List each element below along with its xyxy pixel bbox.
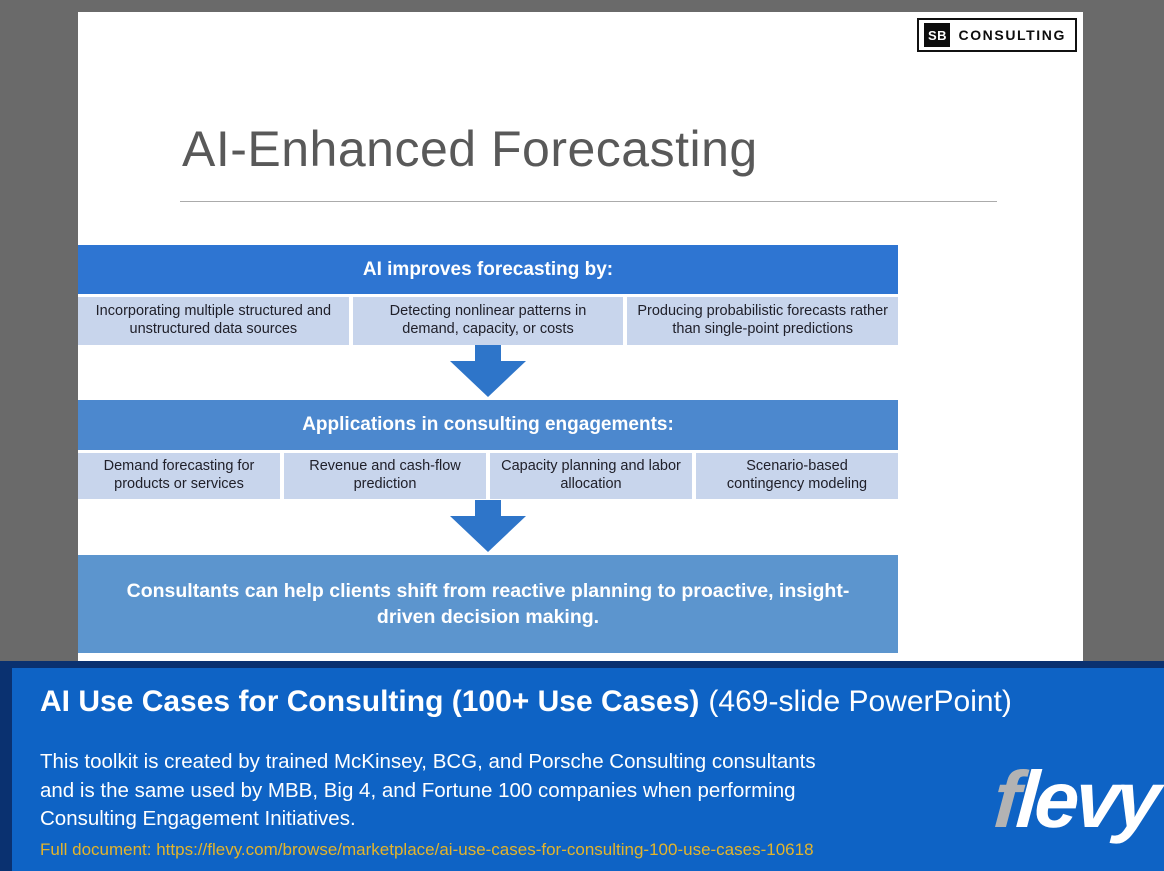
banner-title-subtitle: (469-slide PowerPoint)	[708, 685, 1012, 718]
application-cell: Capacity planning and labor allocation	[490, 453, 692, 499]
down-arrow-icon	[78, 500, 898, 552]
slide-title: AI-Enhanced Forecasting	[182, 121, 758, 177]
section2-cells: Demand forecasting for products or servi…	[78, 453, 898, 499]
sb-logo-text: CONSULTING	[958, 27, 1066, 43]
promo-banner: AI Use Cases for Consulting (100+ Use Ca…	[0, 661, 1164, 871]
title-underline	[180, 201, 997, 202]
banner-title: AI Use Cases for Consulting (100+ Use Ca…	[40, 685, 1012, 719]
sb-logo-badge: SB	[924, 23, 951, 47]
down-arrow-icon	[78, 345, 898, 397]
full-document-link[interactable]: Full document: https://flevy.com/browse/…	[40, 840, 814, 859]
section1-header: AI improves forecasting by:	[78, 245, 898, 294]
benefit-cell: Incorporating multiple structured and un…	[78, 297, 349, 345]
sb-consulting-logo: SB CONSULTING	[917, 18, 1077, 52]
slide-canvas: SB CONSULTING AI-Enhanced Forecasting AI…	[78, 12, 1083, 661]
flevy-logo: flevy	[991, 755, 1160, 844]
application-cell: Scenario-based contingency modeling	[696, 453, 898, 499]
banner-title-main: AI Use Cases for Consulting (100+ Use Ca…	[40, 685, 700, 718]
application-cell: Revenue and cash-flow prediction	[284, 453, 486, 499]
section2-header: Applications in consulting engagements:	[78, 400, 898, 450]
section1-cells: Incorporating multiple structured and un…	[78, 297, 899, 345]
banner-description: This toolkit is created by trained McKin…	[40, 750, 816, 831]
application-cell: Demand forecasting for products or servi…	[78, 453, 280, 499]
conclusion-box: Consultants can help clients shift from …	[78, 555, 898, 653]
promo-banner-panel: AI Use Cases for Consulting (100+ Use Ca…	[12, 668, 1164, 871]
benefit-cell: Producing probabilistic forecasts rather…	[627, 297, 899, 345]
benefit-cell: Detecting nonlinear patterns in demand, …	[352, 297, 624, 345]
flevy-logo-levy: levy	[1013, 755, 1160, 844]
